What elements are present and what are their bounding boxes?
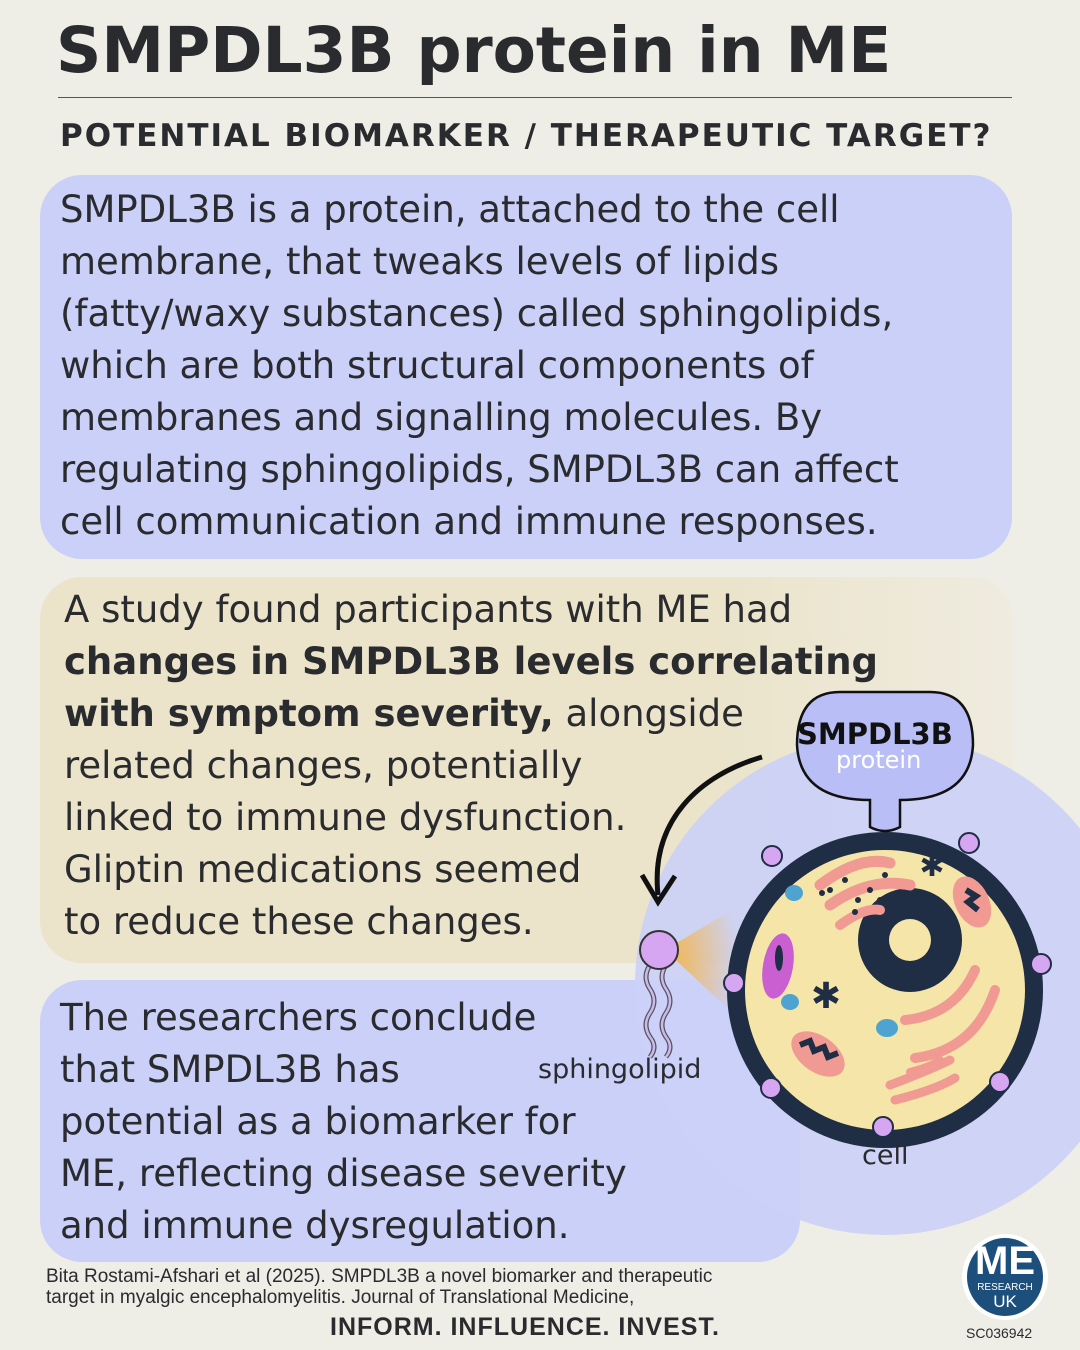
conclusion-line: potential as a biomarker for [60, 1100, 576, 1143]
protein-label: SMPDL3B [797, 717, 953, 751]
logo-research: RESEARCH [977, 1282, 1033, 1293]
logo-me: ME [975, 1239, 1035, 1283]
sphingolipid-icon [639, 930, 679, 1059]
intro-line: (fatty/waxy substances) called sphingoli… [60, 292, 894, 335]
protein-balloon-icon [795, 690, 975, 833]
intro-line: regulating sphingolipids, SMPDL3B can af… [60, 448, 899, 491]
citation: Bita Rostami-Afshari et al (2025). SMPDL… [46, 1266, 712, 1308]
intro-line: which are both structural components of [60, 344, 814, 387]
study-line: linked to immune dysfunction. [64, 796, 627, 839]
conclusion-line: The researchers conclude [60, 996, 537, 1039]
sphingolipid-label: sphingolipid [538, 1054, 702, 1085]
svg-text:✱: ✱ [919, 849, 944, 884]
page-subtitle: POTENTIAL BIOMARKER / THERAPEUTIC TARGET… [60, 118, 993, 154]
charity-number: SC036942 [966, 1325, 1033, 1341]
citation-line: target in myalgic encephalomyelitis. Jou… [46, 1287, 635, 1308]
conclusion-line: and immune dysregulation. [60, 1204, 570, 1247]
glow-beam [665, 905, 740, 1020]
intro-line: cell communication and immune responses. [60, 500, 878, 543]
logo-uk: UK [993, 1292, 1017, 1311]
arrow-icon [654, 754, 763, 896]
intro-line: membranes and signalling molecules. By [60, 396, 823, 439]
intro-line: SMPDL3B is a protein, attached to the ce… [60, 188, 840, 231]
study-highlight: with symptom severity, [64, 692, 554, 735]
intro-text: SMPDL3B is a protein, attached to the ce… [60, 184, 899, 548]
slogan: INFORM. INFLUENCE. INVEST. [330, 1313, 720, 1341]
study-line: alongside [553, 692, 744, 735]
protein-sublabel: protein [836, 746, 922, 774]
svg-text:✱: ✱ [811, 976, 841, 1017]
study-line: A study found participants with ME had [64, 588, 793, 631]
study-highlight: changes in SMPDL3B levels correlating [64, 640, 879, 683]
conclusion-line: that SMPDL3B has [60, 1048, 400, 1091]
title-divider [58, 97, 1012, 98]
conclusion-text: The researchers conclude that SMPDL3B ha… [60, 992, 627, 1252]
intro-line: membrane, that tweaks levels of lipids [60, 240, 780, 283]
page-title: SMPDL3B protein in ME [56, 14, 892, 87]
me-research-uk-logo: ME RESEARCH UK [962, 1234, 1048, 1320]
intro-panel [40, 175, 1012, 559]
study-line: related changes, potentially [64, 744, 583, 787]
cell-label: cell [862, 1140, 909, 1171]
study-line: Gliptin medications seemed [64, 848, 582, 891]
conclusion-line: ME, reflecting disease severity [60, 1152, 627, 1195]
study-line: to reduce these changes. [64, 900, 534, 943]
cell-icon: ✱ ✱ [723, 832, 1052, 1148]
study-text: A study found participants with ME had c… [64, 584, 878, 948]
citation-line: Bita Rostami-Afshari et al (2025). SMPDL… [46, 1266, 713, 1287]
